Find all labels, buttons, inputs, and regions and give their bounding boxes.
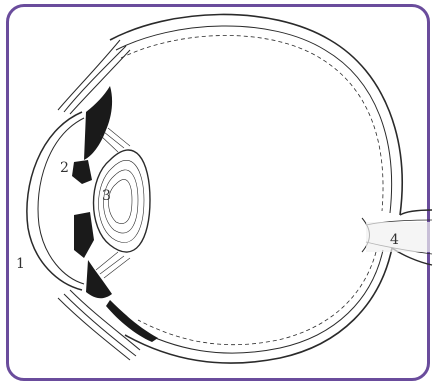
sclera <box>110 14 402 363</box>
conjunctiva <box>58 40 140 360</box>
cornea <box>27 112 84 290</box>
label-iris: 2 <box>60 160 69 176</box>
label-lens: 3 <box>102 188 111 204</box>
label-cornea: 1 <box>16 256 25 272</box>
label-optic-nerve: 4 <box>390 232 399 248</box>
